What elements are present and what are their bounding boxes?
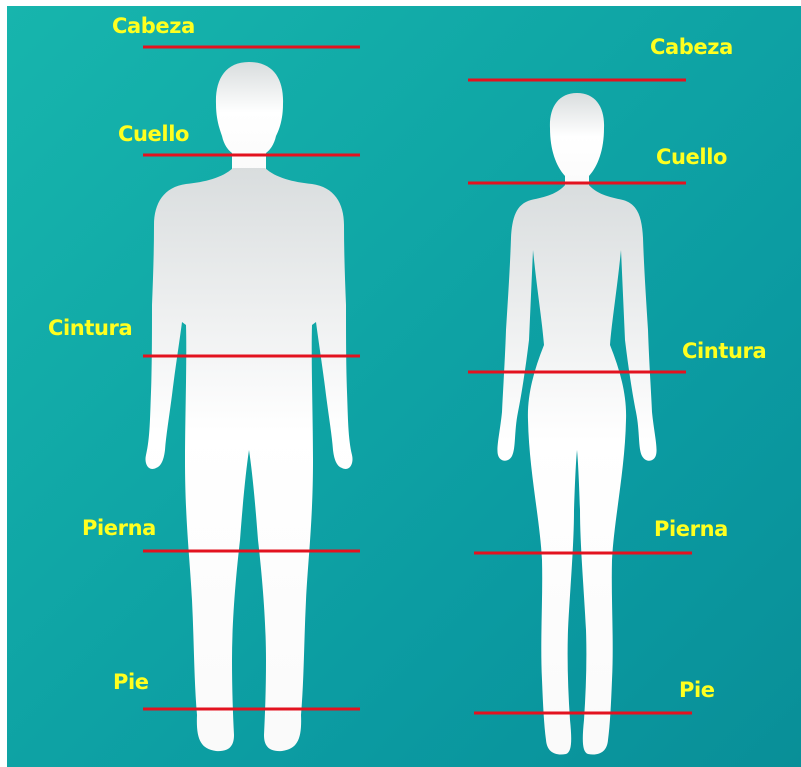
male-waist-label: Cintura <box>48 318 132 339</box>
female-head-label: Cabeza <box>650 37 733 58</box>
male-foot-label: Pie <box>113 672 149 693</box>
female-head <box>550 93 604 190</box>
female-silhouette <box>497 93 656 754</box>
female-foot-label: Pie <box>679 680 715 701</box>
female-neck-label: Cuello <box>656 147 727 168</box>
female-waist-label: Cintura <box>682 341 766 362</box>
male-neck-label: Cuello <box>118 124 189 145</box>
male-body <box>145 168 352 751</box>
female-leg-label: Pierna <box>654 519 728 540</box>
male-head-label: Cabeza <box>112 16 195 37</box>
male-silhouette <box>145 62 352 751</box>
male-head <box>216 62 283 175</box>
male-leg-label: Pierna <box>82 518 156 539</box>
female-body <box>497 184 656 754</box>
